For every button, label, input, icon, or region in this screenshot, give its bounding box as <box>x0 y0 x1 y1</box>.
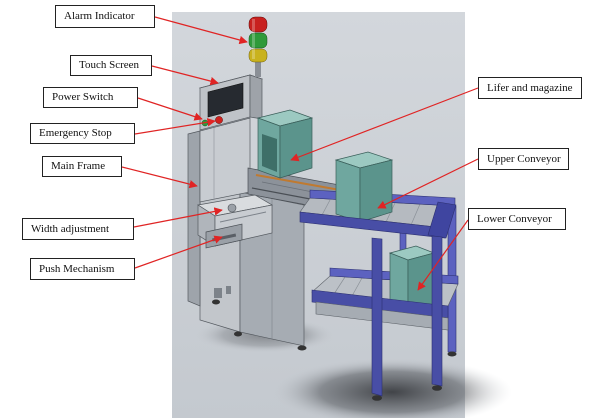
touch-screen-display <box>207 82 244 118</box>
foot <box>297 345 307 351</box>
emergency-stop-icon <box>215 116 223 124</box>
housing-right-face <box>249 74 263 120</box>
label-power-switch: Power Switch <box>43 87 138 108</box>
label-emergency-stop: Emergency Stop <box>30 123 135 144</box>
floor-shadow <box>272 358 512 418</box>
foot <box>447 351 457 357</box>
conveyor-front-leg-left <box>371 237 383 397</box>
label-lifter-and-magazine: Lifer and magazine <box>478 77 582 99</box>
magazine-1-side <box>279 117 313 179</box>
lower-conveyor-slat <box>333 276 346 295</box>
label-lower-conveyor: Lower Conveyor <box>468 208 566 230</box>
label-upper-conveyor: Upper Conveyor <box>478 148 569 170</box>
label-width-adjustment: Width adjustment <box>22 218 134 240</box>
signal-tower-pole <box>255 61 261 77</box>
signal-light-highlight <box>252 19 255 59</box>
foot <box>234 331 242 337</box>
tower-front-face <box>199 117 251 203</box>
width-adjust-handwheel-icon <box>227 203 237 213</box>
magazine-2-front <box>335 159 361 223</box>
label-push-mechanism: Push Mechanism <box>30 258 135 280</box>
magazine-2-side <box>359 159 393 223</box>
signal-light-red <box>248 16 268 33</box>
signal-light-green <box>248 32 268 49</box>
conveyor-front-leg-right <box>431 235 443 387</box>
label-main-frame: Main Frame <box>42 156 122 177</box>
label-touch-screen: Touch Screen <box>70 55 152 76</box>
upper-conveyor-slat <box>321 199 331 216</box>
foot <box>212 299 220 305</box>
label-alarm-indicator: Alarm Indicator <box>55 5 155 28</box>
lower-conveyor-slat <box>351 277 363 297</box>
foot <box>432 385 442 391</box>
signal-light-yellow <box>248 48 268 63</box>
foot <box>372 395 382 401</box>
power-switch-icon <box>201 119 209 127</box>
width-adjust-slot <box>219 211 267 223</box>
magazine-1-opening <box>262 134 277 172</box>
body-vent-2 <box>226 286 231 294</box>
body-vent <box>214 288 222 298</box>
body-conveyor-rail-orange <box>255 174 341 191</box>
